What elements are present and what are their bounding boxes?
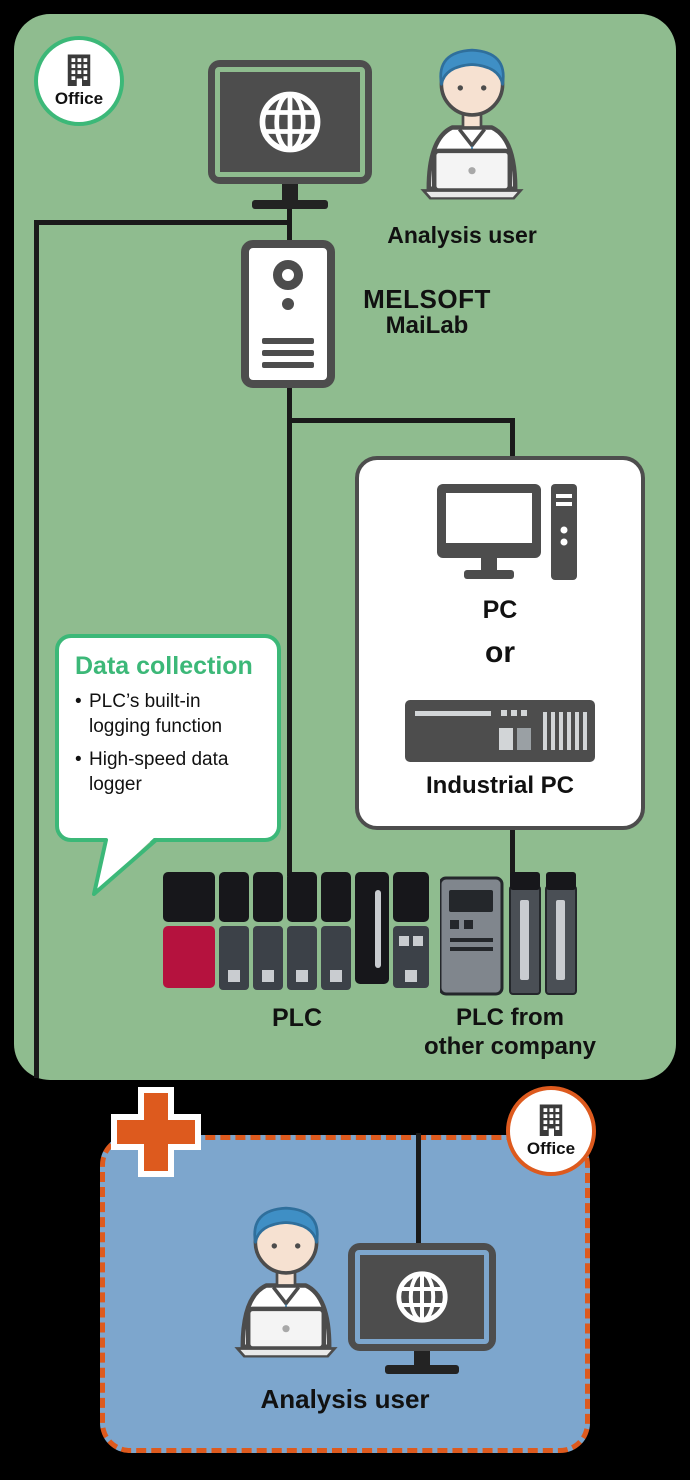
plus-icon <box>111 1087 201 1177</box>
analysis-user-label-bottom: Analysis user <box>260 1384 430 1414</box>
or-label: or <box>485 636 515 669</box>
data-collection-item: • High-speed data logger <box>75 748 263 797</box>
connector-left-vertical <box>34 220 39 1078</box>
monitor-base <box>385 1365 459 1374</box>
monitor-screen <box>355 1250 489 1344</box>
server-name-line1: MELSOFT <box>363 284 491 314</box>
server-dot <box>282 298 294 310</box>
server-vents <box>262 338 314 368</box>
connector-server-plc <box>287 386 292 876</box>
bubble-tail <box>92 836 158 896</box>
office-badge-top: Office <box>34 36 124 126</box>
analyst-person-icon <box>382 28 562 200</box>
monitor-stand <box>282 184 298 200</box>
data-collection-item: • PLC’s built-in logging function <box>75 690 263 739</box>
device-choice-box: PC or Industrial PC <box>355 456 645 830</box>
connector-top-horizontal <box>34 220 290 225</box>
pc-label: PC <box>482 596 518 624</box>
globe-monitor-icon <box>208 60 372 184</box>
plc-icon <box>163 872 429 990</box>
data-collection-item-text: PLC’s built-in logging function <box>89 691 223 737</box>
building-icon <box>536 1103 566 1136</box>
building-icon <box>64 53 94 86</box>
office-network-panel <box>100 1135 590 1453</box>
analysis-user-label-top: Analysis user <box>387 222 537 248</box>
bullet: • <box>75 749 82 771</box>
bullet: • <box>75 691 82 712</box>
server-name-line2: MaiLab <box>385 312 469 339</box>
data-collection-title: Data collection <box>75 652 253 680</box>
connector-bottom-vertical <box>416 1133 421 1255</box>
plc-other-label-line1: PLC from <box>456 1004 564 1031</box>
globe-icon <box>390 1265 454 1329</box>
plc-other-label-line2: other company <box>423 1032 597 1060</box>
globe-icon <box>252 84 328 160</box>
monitor-screen <box>215 67 365 177</box>
server-knob <box>273 260 303 290</box>
connector-branch-horizontal <box>287 418 515 423</box>
data-collection-bubble: Data collection • PLC’s built-in logging… <box>55 634 281 842</box>
data-collection-item-text: High-speed data logger <box>89 749 229 796</box>
office-badge-label: Office <box>54 89 104 108</box>
globe-monitor-icon <box>348 1243 496 1351</box>
monitor-base <box>252 200 328 209</box>
plc-label: PLC <box>272 1004 322 1032</box>
plc-other-company-icon <box>440 872 577 996</box>
industrial-pc-label: Industrial PC <box>425 772 575 799</box>
office-badge-bottom: Office <box>506 1086 596 1176</box>
monitor-stand <box>414 1351 430 1365</box>
server-icon <box>241 240 335 388</box>
connector-branch-devicebox <box>510 420 515 458</box>
desktop-pc-icon <box>437 484 577 580</box>
connector-devicebox-plc2 <box>510 828 515 876</box>
industrial-pc-icon <box>405 700 595 762</box>
office-badge-label: Office <box>526 1139 576 1158</box>
plc-other-label: PLC from other company <box>420 1004 600 1062</box>
